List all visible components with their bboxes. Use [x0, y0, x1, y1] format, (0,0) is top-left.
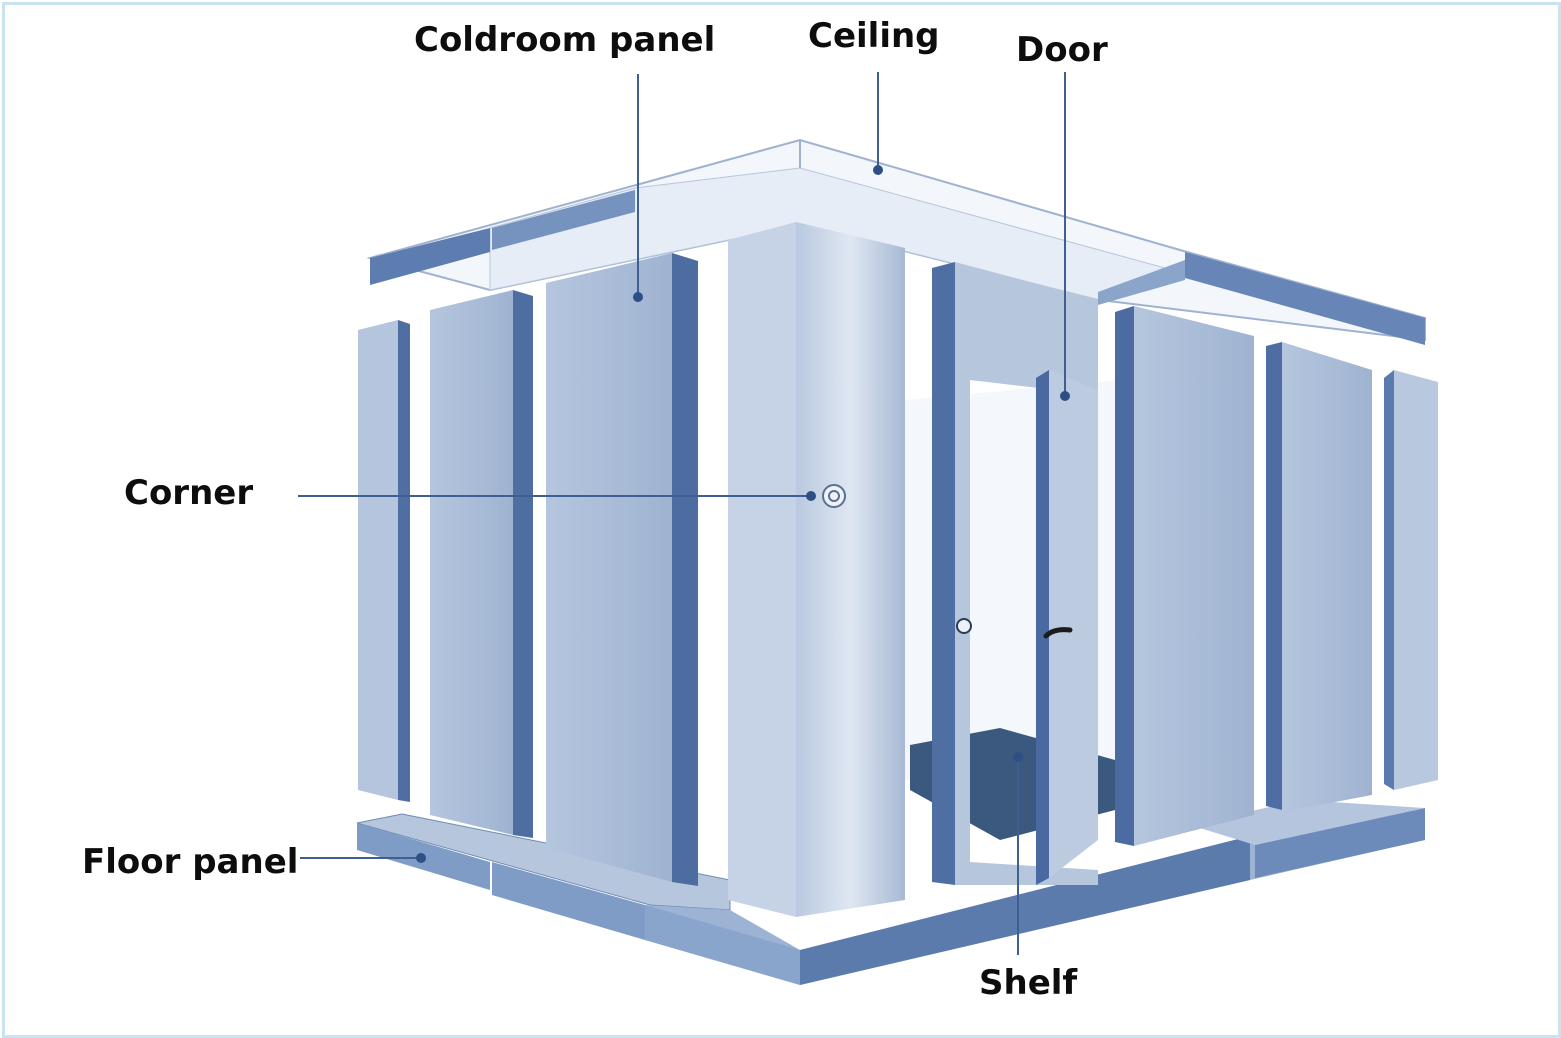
floor-slab-right-face	[1255, 808, 1425, 878]
leader-dot-coldroom-panel	[633, 292, 643, 302]
leader-dot-shelf	[1013, 752, 1023, 762]
label-floor-panel: Floor panel	[82, 842, 299, 882]
floor-panels	[356, 800, 1425, 985]
label-door: Door	[1016, 30, 1108, 70]
corner-fitting-icon	[822, 484, 846, 508]
door-hinge-icon	[956, 618, 972, 634]
right-panel-2-face	[1282, 342, 1372, 812]
leader-dot-corner	[806, 491, 816, 501]
coldroom-panel-edge	[672, 253, 698, 886]
floor-slab-right-top	[1190, 800, 1425, 845]
left-panel-1-face	[358, 320, 398, 800]
label-ceiling: Ceiling	[808, 16, 940, 56]
floor-slab-front-face	[800, 836, 1250, 985]
front-right-wall	[932, 262, 1438, 885]
left-panel-1-edge	[398, 320, 410, 802]
floor-slab-corner-face	[645, 905, 800, 985]
ceiling-left-front-2	[492, 190, 635, 250]
coldroom-panel-face	[546, 253, 672, 882]
ceiling-right-front	[1185, 252, 1425, 345]
right-panel-2-edge	[1266, 342, 1282, 810]
corner-post-right	[796, 222, 905, 917]
leader-dot-door	[1060, 391, 1070, 401]
corner-post-left	[728, 222, 796, 917]
door-leaf-edge	[1036, 370, 1049, 885]
label-shelf: Shelf	[979, 963, 1078, 1003]
leader-dot-ceiling	[873, 165, 883, 175]
left-panel-2-edge	[513, 290, 533, 838]
leader-dot-floor-panel	[416, 853, 426, 863]
door-frame-left-edge	[932, 262, 955, 885]
ceiling-left-front	[370, 228, 490, 285]
leader-lines	[298, 72, 1070, 955]
right-panel-3-edge	[1384, 370, 1394, 790]
right-panel-1-face	[1134, 306, 1254, 846]
door-handle-icon	[1043, 627, 1073, 639]
right-panel-1-edge	[1115, 306, 1134, 846]
floor-slab-mid-front	[492, 862, 645, 940]
right-panel-3-face	[1394, 370, 1438, 790]
left-panel-2-face	[430, 290, 513, 835]
label-coldroom-panel: Coldroom panel	[414, 20, 716, 60]
ceiling	[366, 138, 1426, 345]
corner-post	[728, 222, 905, 917]
door-leaf-face	[1049, 370, 1098, 878]
left-wall-panels	[358, 253, 698, 886]
door-frame-panel	[955, 262, 1098, 885]
label-corner: Corner	[124, 473, 254, 513]
ceiling-right-front-2	[1098, 260, 1185, 305]
